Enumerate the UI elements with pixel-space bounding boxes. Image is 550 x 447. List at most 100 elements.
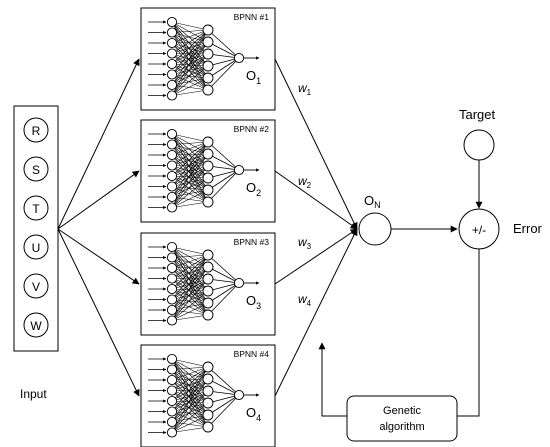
bpnn-title: BPNN #1: [234, 12, 270, 22]
hidden-neuron: [202, 273, 214, 285]
input-neuron: [166, 374, 178, 386]
input-node-v: [23, 273, 49, 299]
bpnn-box-2: BPNN #2 O2: [140, 119, 276, 223]
network-connections: [148, 20, 260, 98]
input-neuron: [166, 37, 178, 49]
hidden-neuron: [202, 48, 214, 60]
genetic-algorithm-line2: algorithm: [379, 421, 424, 433]
input-node-r: [23, 117, 49, 143]
fan-arrow-1: [57, 58, 140, 230]
hidden-neuron: [202, 148, 214, 160]
hidden-neuron: [202, 421, 214, 433]
ensemble-output-label: ON: [364, 193, 381, 210]
network-connections: [148, 357, 260, 435]
input-neuron: [166, 191, 178, 203]
output-neuron: [233, 389, 245, 401]
hidden-neuron: [202, 160, 214, 172]
input-neuron: [166, 283, 178, 295]
hidden-neuron: [202, 397, 214, 409]
hidden-neuron: [202, 72, 214, 84]
input-neuron: [166, 427, 178, 438]
output-neuron: [233, 52, 245, 64]
input-neuron: [166, 27, 178, 38]
input-neuron: [166, 170, 178, 182]
input-panel: [13, 105, 59, 352]
bpnn-box-3: BPNN #3 O3: [140, 232, 276, 336]
input-neuron: [166, 139, 178, 150]
input-label: Input: [20, 387, 47, 401]
bpnn-output-label: O1: [246, 68, 261, 86]
input-neuron: [166, 90, 178, 101]
bpnn-box-4: BPNN #4 O4: [140, 344, 276, 447]
input-neuron: [166, 16, 178, 28]
input-neuron: [166, 273, 178, 284]
hidden-neuron: [202, 196, 214, 208]
weight-label-1: w1: [298, 81, 312, 97]
hidden-neuron: [202, 261, 214, 273]
network-connections: [148, 132, 260, 210]
weight-arrow-1: [274, 58, 358, 230]
weight-arrow-4: [274, 228, 358, 397]
bpnn-output-label: O2: [246, 180, 261, 198]
genetic-algorithm-box: [346, 395, 458, 442]
input-node-t: [23, 195, 49, 221]
bpnn-title: BPNN #2: [234, 124, 270, 134]
hidden-neuron: [202, 24, 214, 36]
weight-label-2: w2: [298, 174, 312, 190]
weight-arrow-2: [274, 170, 358, 230]
compare-label: +/-: [472, 223, 486, 237]
weight-label-3: w3: [298, 235, 312, 251]
input-neuron: [166, 353, 178, 365]
target-label: Target: [459, 107, 496, 122]
weight-arrow-3: [274, 228, 358, 285]
input-neuron: [166, 364, 178, 375]
input-neuron: [166, 252, 178, 263]
bpnn-title: BPNN #3: [234, 237, 270, 247]
input-node-label: T: [32, 202, 40, 216]
bpnn-output-label: O3: [246, 293, 261, 311]
input-neuron: [166, 304, 178, 316]
input-neuron: [166, 160, 178, 171]
hidden-neuron: [202, 136, 214, 148]
hidden-neuron: [202, 285, 214, 297]
input-neuron: [166, 128, 178, 140]
hidden-neuron: [202, 84, 214, 96]
network-connections: [148, 245, 260, 323]
input-neuron: [166, 48, 178, 59]
hidden-neuron: [202, 385, 214, 397]
hidden-neuron: [202, 409, 214, 421]
optimizer-feedback-arrow: [318, 342, 347, 417]
hidden-neuron: [202, 373, 214, 385]
hidden-neuron: [202, 60, 214, 72]
genetic-algorithm-line1: Genetic: [383, 405, 421, 417]
bpnn-title: BPNN #4: [234, 349, 270, 359]
input-neuron: [166, 202, 178, 213]
input-node-label: U: [32, 241, 41, 255]
output-neuron: [233, 277, 245, 289]
error-label: Error: [513, 221, 543, 236]
input-node-label: W: [30, 319, 42, 333]
input-node-label: S: [32, 163, 40, 177]
input-neuron: [166, 241, 178, 253]
hidden-neuron: [202, 297, 214, 309]
input-neuron: [166, 262, 178, 274]
input-node-s: [23, 156, 49, 182]
input-neuron: [166, 69, 178, 80]
hidden-neuron: [202, 361, 214, 373]
fan-arrow-2: [57, 170, 140, 230]
input-node-u: [23, 234, 49, 260]
hidden-neuron: [202, 309, 214, 321]
hidden-neuron: [202, 172, 214, 184]
weight-label-4: w4: [298, 292, 312, 308]
ensemble-output-node: [358, 212, 392, 246]
bpnn-output-label: O4: [246, 405, 261, 423]
input-neuron: [166, 149, 178, 161]
input-node-w: [23, 312, 49, 338]
input-neuron: [166, 294, 178, 305]
input-neuron: [166, 315, 178, 326]
input-neuron: [166, 79, 178, 91]
hidden-neuron: [202, 36, 214, 48]
input-neuron: [166, 406, 178, 417]
hidden-neuron: [202, 249, 214, 261]
